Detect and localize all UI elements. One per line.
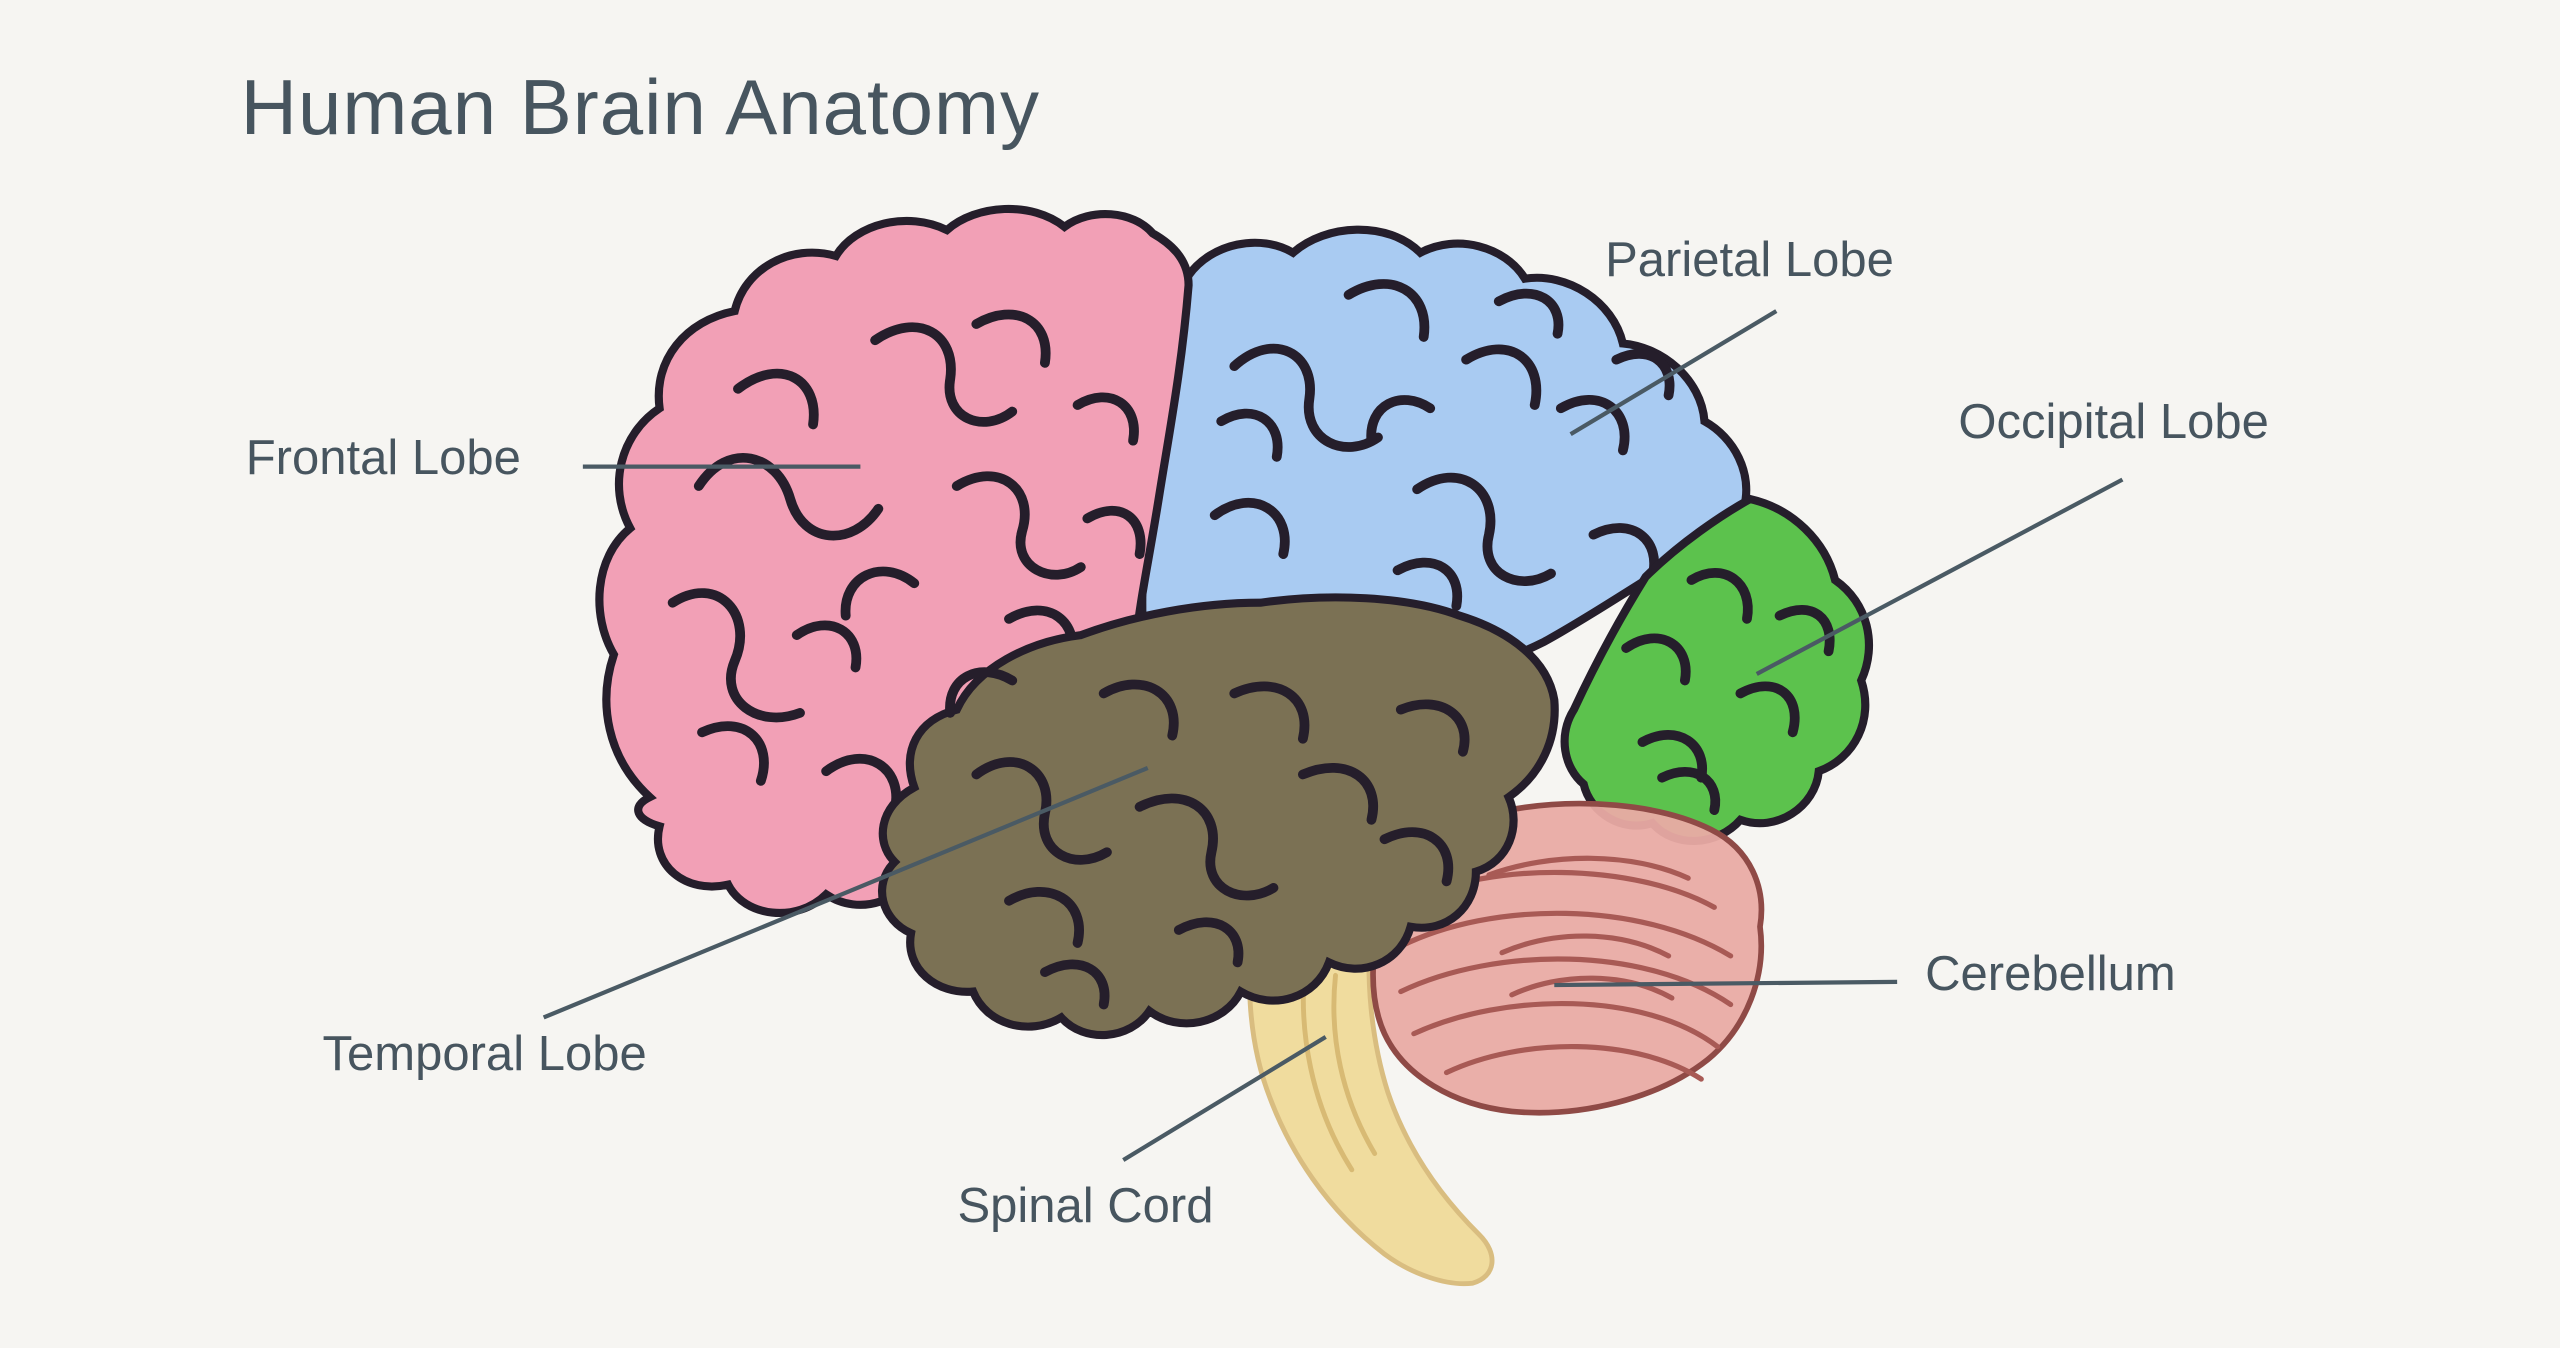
label-frontal-lobe: Frontal Lobe bbox=[245, 431, 521, 485]
leader-lines bbox=[542, 309, 2124, 1162]
leader-line-cerebellum bbox=[1554, 979, 1898, 988]
leader-line-parietal bbox=[1569, 309, 1778, 437]
leader-line-spinal bbox=[1122, 1035, 1327, 1162]
label-spinal-cord: Spinal Cord bbox=[957, 1179, 1214, 1234]
label-parietal-lobe: Parietal Lobe bbox=[1605, 232, 1894, 287]
diagram-title: Human Brain Anatomy bbox=[240, 63, 1041, 151]
leader-line-temporal bbox=[542, 766, 1149, 1020]
occipital-lobe-region bbox=[1560, 494, 1874, 845]
spinal-cord-region bbox=[1247, 898, 1495, 1287]
leader-line-occipital bbox=[1755, 477, 2124, 676]
label-temporal-lobe: Temporal Lobe bbox=[322, 1026, 647, 1081]
temporal-lobe-gyri bbox=[945, 667, 1470, 1010]
occipital-lobe-gyri bbox=[1621, 568, 1835, 815]
label-cerebellum: Cerebellum bbox=[1925, 947, 2176, 1002]
label-occipital-lobe: Occipital Lobe bbox=[1958, 394, 2269, 449]
temporal-lobe-region bbox=[878, 593, 1559, 1040]
